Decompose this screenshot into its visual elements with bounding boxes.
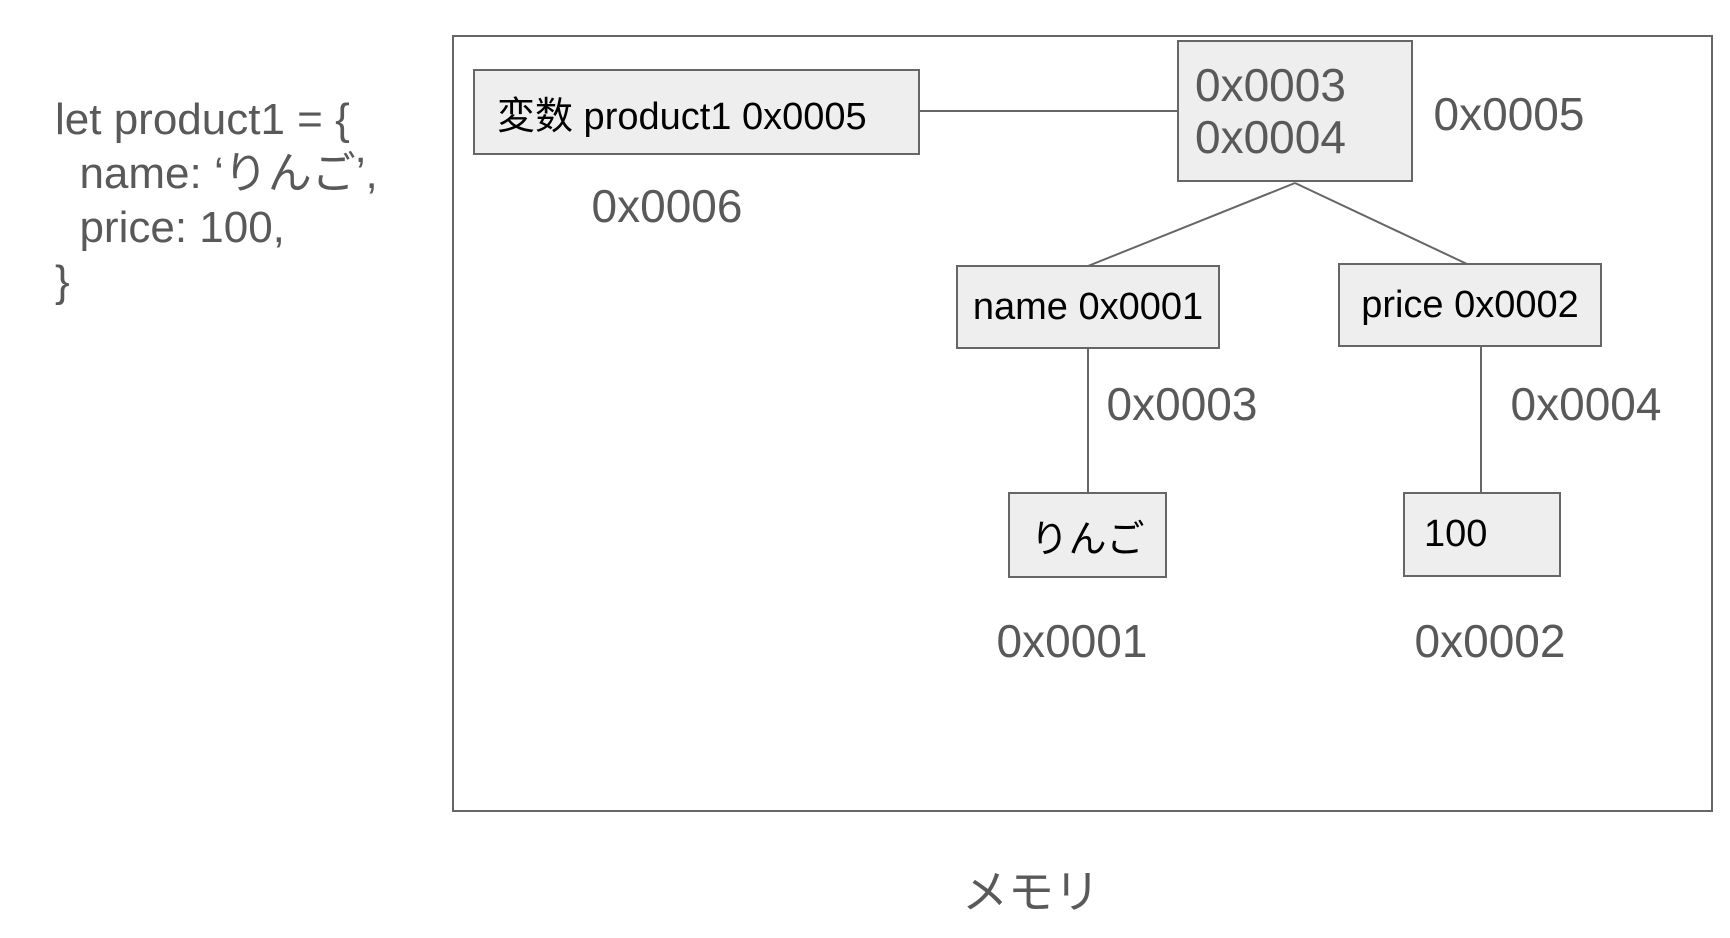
name-slot-label: name 0x0001 <box>972 285 1204 328</box>
name-slot-box: name 0x0001 <box>956 265 1220 349</box>
address-label-variable: 0x0006 <box>591 180 743 232</box>
name-value-label: りんご <box>1030 518 1145 561</box>
object-box: 0x0003 0x0004 <box>1177 40 1413 182</box>
price-value-box: 100 <box>1403 492 1561 577</box>
object-box-line-2: 0x0004 <box>1195 111 1346 163</box>
address-label-price-slot: 0x0004 <box>1510 378 1662 430</box>
price-value-label: 100 <box>1424 513 1488 555</box>
object-box-line-1: 0x0003 <box>1195 59 1346 111</box>
variable-box-label: 変数 product1 0x0005 <box>497 95 867 138</box>
price-slot-label: price 0x0002 <box>1361 283 1579 326</box>
code-line-2: name: ‘りんご’, <box>55 149 378 198</box>
code-line-4: } <box>55 257 70 306</box>
name-value-box: りんご <box>1008 492 1167 578</box>
address-label-price-value: 0x0002 <box>1414 615 1566 667</box>
price-slot-box: price 0x0002 <box>1338 263 1602 347</box>
code-line-3: price: 100, <box>55 203 285 252</box>
edge-object-to-price-slot <box>1294 182 1468 265</box>
memory-outer-box <box>452 35 1713 812</box>
memory-caption: メモリ <box>962 866 1100 918</box>
address-label-object: 0x0005 <box>1433 88 1585 140</box>
edge-object-to-name-slot <box>1087 182 1296 267</box>
variable-box: 変数 product1 0x0005 <box>473 69 920 155</box>
code-snippet: let product1 = { name: ‘りんご’, price: 100… <box>55 93 378 309</box>
address-label-name-value: 0x0001 <box>996 615 1148 667</box>
address-label-name-slot: 0x0003 <box>1106 378 1258 430</box>
code-line-1: let product1 = { <box>55 95 350 144</box>
